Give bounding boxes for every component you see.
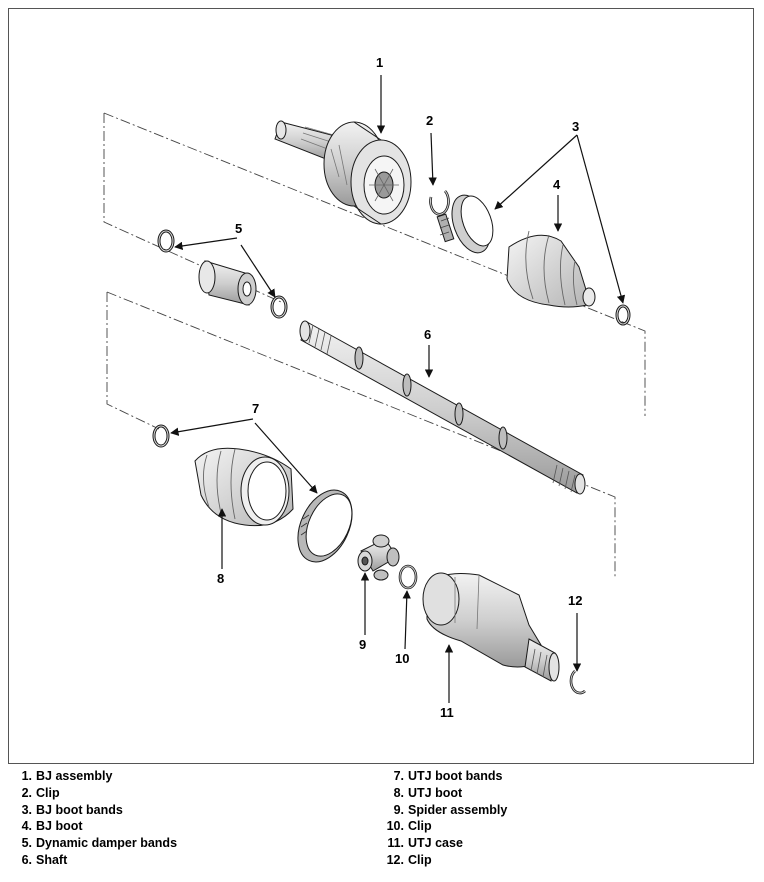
legend-item: 9. Spider assembly — [382, 802, 508, 819]
callout-10: 10 — [395, 651, 409, 666]
utj-boot-band-large — [297, 489, 353, 563]
legend-item: 6. Shaft — [10, 852, 177, 869]
legend-item: 8. UTJ boot — [382, 785, 507, 802]
callout-7: 7 — [252, 401, 259, 416]
exploded-diagram: 1 2 3 4 5 6 7 8 9 10 11 12 — [103, 55, 646, 720]
legend-item: 10. Clip — [382, 818, 507, 835]
legend-label: Spider assembly — [408, 802, 508, 817]
callout-2: 2 — [426, 113, 433, 128]
callout-4: 4 — [553, 177, 561, 192]
legend-item: 5. Dynamic damper bands — [10, 835, 177, 852]
callout-11: 11 — [440, 705, 454, 720]
clip-10 — [398, 564, 418, 590]
utj-boot — [194, 447, 294, 527]
legend-number: 11. — [387, 836, 404, 851]
utj-case — [422, 572, 560, 682]
bj-boot — [506, 230, 596, 308]
legend-item: 3. BJ boot bands — [10, 802, 177, 819]
legend-label: Clip — [408, 852, 432, 867]
legend-item: 7. UTJ boot bands — [382, 768, 507, 785]
legend-label: UTJ boot bands — [408, 769, 503, 783]
legend-label: BJ boot — [36, 819, 83, 834]
legend-item: 1. BJ assembly — [10, 768, 177, 785]
callout-6: 6 — [424, 327, 431, 342]
legend-label: BJ assembly — [36, 769, 113, 783]
legend-number: 9. — [393, 802, 404, 817]
figure-frame: 1 2 3 4 5 6 7 8 9 10 11 12 — [8, 8, 754, 764]
legend-label: Clip — [36, 785, 60, 800]
legend-item: 4. BJ boot — [10, 818, 177, 835]
legend-label: Clip — [408, 819, 432, 834]
bj-boot-band-large — [436, 194, 494, 254]
legend-item: 12. Clip — [382, 852, 507, 869]
legend-number: 3. — [21, 802, 32, 817]
legend-label: Shaft — [36, 852, 68, 867]
callout-3: 3 — [572, 119, 579, 134]
leader-lines — [170, 75, 626, 703]
legend-number: 2. — [21, 785, 32, 800]
callout-12: 12 — [568, 593, 582, 608]
clip-12 — [569, 670, 586, 695]
damper-band-upper — [157, 229, 175, 253]
legend-number: 6. — [21, 852, 32, 867]
callout-8: 8 — [217, 571, 224, 586]
legend-number: 7. — [393, 769, 404, 783]
legend-label: Dynamic damper bands — [36, 836, 178, 851]
legend-number: 5. — [21, 836, 32, 851]
legend-label: UTJ case — [408, 836, 463, 851]
legend-item: 11. UTJ case — [382, 835, 507, 852]
legend-number: 10. — [386, 819, 404, 834]
legend-number: 1. — [21, 769, 32, 783]
legend-column-right: 7. UTJ boot bands 8. UTJ boot 9. Spider ass… — [382, 768, 508, 869]
callout-5: 5 — [235, 221, 242, 236]
callout-1: 1 — [376, 55, 383, 70]
dynamic-damper — [198, 260, 257, 306]
damper-band-lower — [270, 295, 288, 319]
utj-boot-band-small — [152, 424, 170, 448]
bj-assembly — [274, 120, 412, 225]
spider-assembly — [357, 534, 400, 581]
parts-legend: 1. BJ assembly 2. Clip 3. BJ boot bands 4. B… — [10, 768, 754, 878]
legend-number: 4. — [21, 819, 32, 834]
legend-label: UTJ boot — [408, 785, 463, 800]
legend-column-left: 1. BJ assembly 2. Clip 3. BJ boot bands 4. B… — [10, 768, 177, 869]
legend-item: 2. Clip — [10, 785, 177, 802]
clip-2 — [429, 190, 450, 216]
callout-9: 9 — [359, 637, 366, 652]
legend-label: BJ boot bands — [36, 802, 123, 817]
legend-number: 8. — [393, 785, 404, 800]
legend-number: 12. — [386, 852, 404, 867]
bj-boot-band-small — [615, 304, 631, 326]
callout-numbers: 1 2 3 4 5 6 7 8 9 10 11 12 — [217, 55, 582, 720]
shaft — [299, 320, 586, 495]
